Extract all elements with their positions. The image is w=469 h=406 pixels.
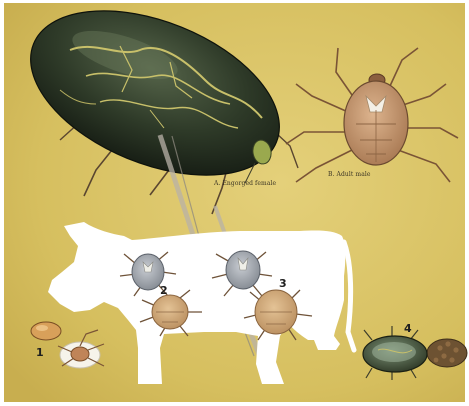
caption-adult-male: B. Adult male	[328, 172, 371, 178]
stage-2-number: 2	[160, 285, 168, 296]
stage-3-number: 3	[279, 278, 287, 289]
stage-4-number: 4	[404, 323, 412, 334]
stage-1-number: 1	[36, 347, 44, 358]
caption-engorged-female: A. Engorged female	[214, 181, 276, 187]
